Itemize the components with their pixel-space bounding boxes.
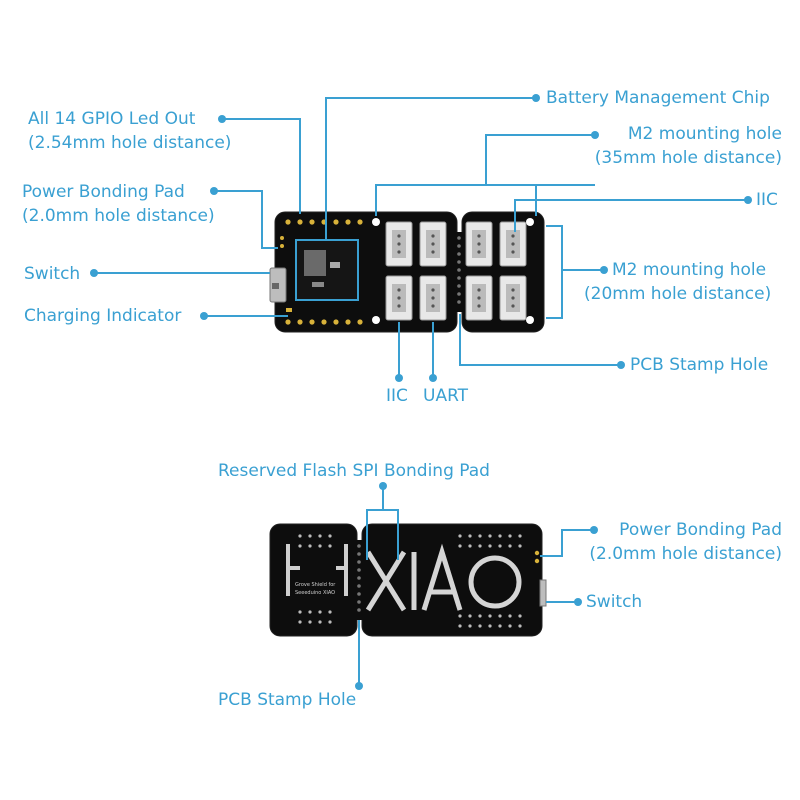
- label-stamp-top: PCB Stamp Hole: [630, 353, 768, 377]
- label-m2-20: M2 mounting hole (20mm hole distance): [584, 258, 771, 306]
- label-power-pad-line2: (2.0mm hole distance): [22, 206, 215, 226]
- label-gpio-line2: (2.54mm hole distance): [28, 133, 232, 153]
- label-iic-bottom-text: IIC: [386, 386, 408, 406]
- small-component-2: [312, 282, 324, 287]
- small-component: [330, 262, 340, 268]
- label-m2-35-line2: (35mm hole distance): [594, 148, 782, 168]
- label-m2-20-line1: M2 mounting hole: [612, 260, 767, 280]
- mcu-chip: [304, 250, 326, 276]
- label-charging: Charging Indicator: [24, 304, 181, 328]
- label-m2-35: M2 mounting hole (35mm hole distance): [595, 122, 782, 170]
- label-power-pad-bottom-line2: (2.0mm hole distance): [589, 544, 782, 564]
- label-m2-20-line2: (20mm hole distance): [584, 284, 772, 304]
- stamp-holes-bottom: [357, 544, 361, 612]
- top-board: [269, 211, 545, 333]
- switch-knob: [272, 283, 279, 289]
- label-iic-right-text: IIC: [756, 190, 778, 210]
- silkscreen-h-right: [336, 544, 348, 596]
- label-switch-bottom: Switch: [586, 590, 642, 614]
- grove-connector-pins: [397, 234, 515, 308]
- callout-dots: [90, 94, 752, 690]
- silkscreen-line2: Seeeduino XIAO: [295, 590, 335, 596]
- silkscreen-h: [286, 544, 300, 596]
- top-board-bridge: [455, 232, 464, 312]
- label-stamp-top-text: PCB Stamp Hole: [630, 355, 769, 375]
- label-charging-text: Charging Indicator: [24, 306, 182, 326]
- stamp-holes-top: [457, 236, 461, 304]
- label-stamp-bottom-text: PCB Stamp Hole: [218, 690, 357, 710]
- label-iic-bottom: IIC: [386, 384, 408, 408]
- label-iic-right: IIC: [756, 188, 778, 212]
- label-flash-spi-text: Reserved Flash SPI Bonding Pad: [218, 461, 490, 481]
- via-grid-left: [298, 534, 332, 624]
- label-flash-spi: Reserved Flash SPI Bonding Pad: [218, 459, 490, 483]
- label-battery-text: Battery Management Chip: [546, 88, 770, 108]
- label-uart: UART: [423, 384, 468, 408]
- label-switch-text: Switch: [24, 264, 81, 284]
- label-power-pad-bottom-line1: Power Bonding Pad: [619, 520, 782, 540]
- callout-lines: [94, 97, 748, 686]
- xiao-logo-text: XIAO: [455, 630, 458, 633]
- bottom-board-bridge: [354, 540, 364, 620]
- label-power-pad-line1: Power Bonding Pad: [22, 182, 185, 202]
- via-grid-right: [458, 534, 522, 628]
- gpio-pads-bottom-row: [285, 319, 363, 325]
- label-gpio-line1: All 14 GPIO Led Out: [28, 109, 196, 129]
- power-bonding-pads: [280, 236, 284, 248]
- label-power-pad-bottom: Power Bonding Pad (2.0mm hole distance): [589, 518, 782, 566]
- gpio-pads-top-row: [285, 219, 363, 225]
- power-bonding-pads-bottom: [534, 550, 540, 564]
- xiao-logo-art: [365, 543, 522, 612]
- label-battery: Battery Management Chip: [546, 86, 770, 110]
- label-power-pad: Power Bonding Pad (2.0mm hole distance): [22, 180, 215, 228]
- silkscreen-line1: Grove Shield for: [295, 582, 336, 588]
- mounting-holes-top: [372, 218, 534, 324]
- label-m2-35-line1: M2 mounting hole: [627, 124, 782, 144]
- label-switch: Switch: [24, 262, 80, 286]
- label-switch-bottom-text: Switch: [586, 592, 643, 612]
- switch-bottom: [539, 579, 547, 607]
- charging-led: [286, 308, 292, 312]
- grove-connector-slots: [392, 230, 520, 312]
- bottom-board-left-section: [269, 523, 358, 637]
- bottom-board: [269, 523, 547, 637]
- label-gpio: All 14 GPIO Led Out (2.54mm hole distanc…: [28, 107, 231, 155]
- label-uart-text: UART: [423, 386, 469, 406]
- label-stamp-bottom: PCB Stamp Hole: [218, 688, 356, 712]
